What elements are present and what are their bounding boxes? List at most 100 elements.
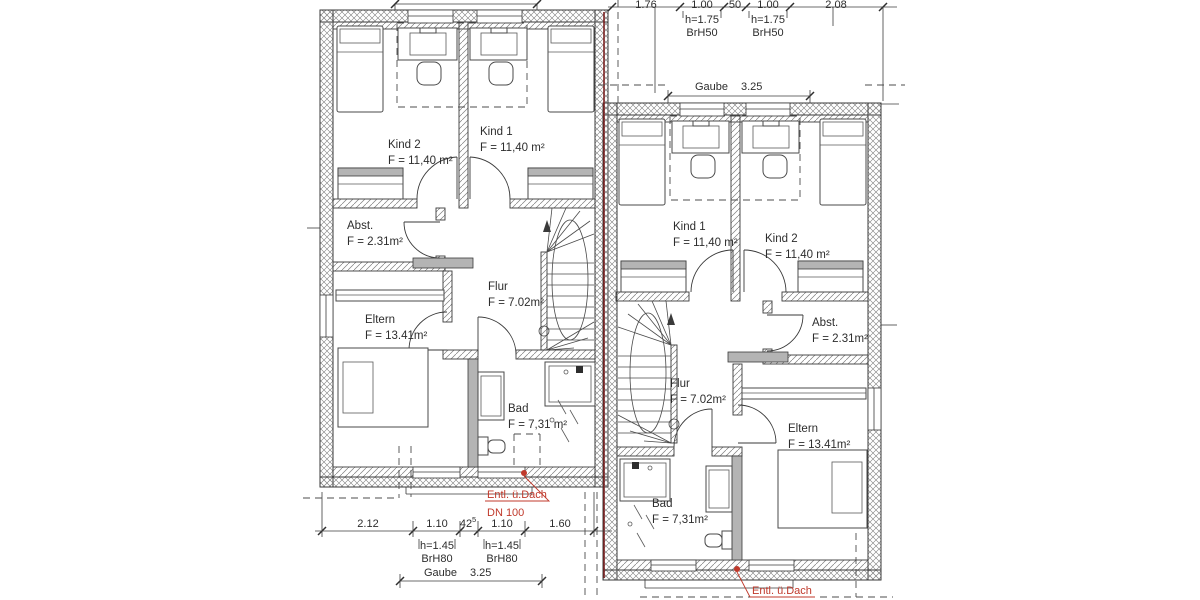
door-kind1 [469,156,511,200]
window-sill-bottom-1: BrH80 [421,553,452,565]
dimensions-top: 1.76 1.00 50 1.00 2.08 h=1.75 BrH50 h=1.… [307,0,899,326]
duct-block [727,351,789,363]
room-label-eltern: Eltern [365,314,395,326]
room-label-eltern: Eltern [788,423,818,435]
room-area-kind2: F = 11,40 m² [388,155,453,167]
pipe-label-left: DN 100 [487,507,524,519]
chair [488,61,514,86]
right-unit: Kind 1 F = 11,40 m² Kind 2 F = 11,40 m² … [602,102,882,589]
door-abst [766,314,804,352]
window-sill-bottom-2: BrH80 [486,553,517,565]
wc [704,530,733,550]
vent-label-left: Entl. ü.Dach [487,489,547,501]
room-area-eltern: F = 13.41m² [788,439,850,451]
shower [544,361,596,407]
right-unit-exterior-walls [602,102,882,581]
bed [547,25,595,113]
wc [477,436,506,456]
room-area-abst: F = 2.31m² [812,333,868,345]
door-abst [403,221,441,259]
window-sill-top-2: BrH50 [752,27,783,39]
room-label-flur: Flur [670,378,690,390]
room-area-abst: F = 2.31m² [347,236,403,248]
right-unit-furniture [618,115,868,550]
dim-top-2: 1.00 [691,0,712,11]
window-sill-top-1: BrH50 [686,27,717,39]
dim-top-5: 2.08 [825,0,846,11]
chair [690,154,716,179]
closet [620,260,687,293]
dim-bottom-5: 1.60 [549,518,570,530]
desk [671,120,730,154]
right-unit-partitions [615,115,869,561]
room-area-eltern: F = 13.41m² [365,330,427,342]
bed [336,25,384,113]
install-wall [467,358,479,468]
bed [618,118,666,206]
room-label-abst: Abst. [812,317,838,329]
vanity [477,371,505,421]
closet [337,167,404,200]
wardrobe [335,289,445,302]
stair-direction-arrow [543,220,551,232]
room-label-kind1: Kind 1 [480,126,513,138]
dim-bottom-2: 1.10 [426,518,447,530]
gaube-top-value: 3.25 [741,81,762,93]
duct-block [412,257,474,269]
door-eltern [737,404,777,444]
room-label-kind2: Kind 2 [765,233,798,245]
room-area-bad: F = 7,31 m² [508,419,567,431]
right-unit-windows [650,102,882,572]
gaube-bottom-label: Gaube [424,567,457,579]
wardrobe [741,387,867,400]
dim-bottom-3-sup: 5 [472,515,476,524]
vent-label-right: Entl. ü.Dach [752,585,812,597]
left-unit-room-labels: Kind 2 F = 11,40 m² Kind 1 F = 11,40 m² … [347,126,567,431]
left-unit-dormer-lines [390,0,542,495]
window-height-top-1: h=1.75 [685,14,719,26]
dim-top-4: 1.00 [757,0,778,11]
dormer-zone-dashed [669,115,801,201]
closet [797,260,864,293]
vent-annotation-left: Entl. ü.Dach DN 100 [485,470,551,519]
window-height-bottom-1: h=1.45 [420,540,454,552]
desk [397,27,458,61]
right-unit-room-labels: Kind 1 F = 11,40 m² Kind 2 F = 11,40 m² … [652,221,868,526]
tile-marks [549,399,579,443]
door-bad [673,408,713,448]
install-wall [731,455,743,561]
gaube-top-label: Gaube [695,81,728,93]
stair-right [617,300,680,444]
room-area-flur: F = 7.02m² [670,394,726,406]
vanity [705,465,733,513]
room-area-kind1: F = 11,40 m² [480,142,545,154]
stair-direction-arrow [667,313,675,325]
vent-annotation-right: Entl. ü.Dach [734,566,815,598]
door-bad [477,316,517,356]
desk [741,120,800,154]
left-unit-windows [319,9,526,479]
room-label-kind2: Kind 2 [388,139,421,151]
room-label-abst: Abst. [347,220,373,232]
left-unit-furniture [335,22,596,456]
room-area-kind2: F = 11,40 m² [765,249,830,261]
room-area-flur: F = 7.02m² [488,297,544,309]
dormer-zone-dashed [396,22,528,108]
double-bed [777,449,868,529]
chair [762,154,788,179]
room-label-bad: Bad [652,498,672,510]
shower [619,458,671,502]
tile-marks [627,504,655,548]
bed [819,118,867,206]
room-label-flur: Flur [488,281,508,293]
door-kind2 [416,156,458,200]
window-height-top-2: h=1.75 [751,14,785,26]
dim-bottom-4: 1.10 [491,518,512,530]
door-kind1 [690,249,734,293]
dimensions-bottom: 2.12 1.10 42 5 1.10 1.60 h=1.45 BrH80 h=… [315,492,612,588]
right-unit-dormer-lines [644,580,794,589]
window-height-bottom-2: h=1.45 [485,540,519,552]
dim-top-3: 50 [729,0,741,11]
